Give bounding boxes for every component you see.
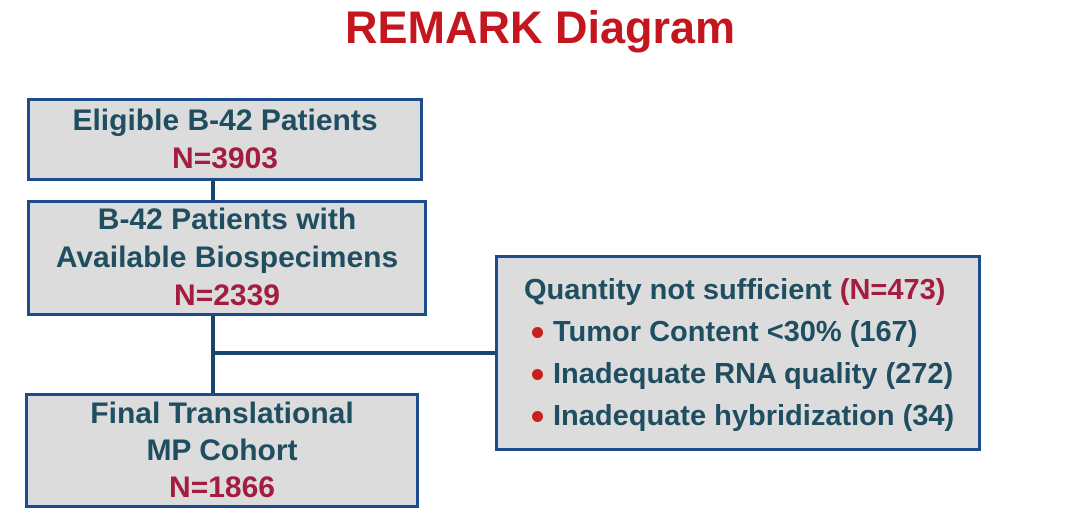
exclusion-heading-n: (N=473) bbox=[839, 274, 946, 306]
connector-eligible-to-biospecimens bbox=[211, 181, 215, 201]
exclusion-bullet-row: Inadequate hybridization (34) bbox=[524, 395, 972, 437]
exclusion-bullet-text: Inadequate RNA quality (272) bbox=[553, 358, 954, 390]
box-label-line: Available Biospecimens bbox=[55, 241, 399, 274]
exclusion-bullet-row: Tumor Content <30% (167) bbox=[524, 311, 972, 353]
flow-box-available-biospecimens: B-42 Patients with Available Biospecimen… bbox=[27, 200, 427, 316]
exclusion-bullet-row: Inadequate RNA quality (272) bbox=[524, 353, 972, 395]
bullet-icon bbox=[532, 410, 543, 422]
box-n-value: N=3903 bbox=[172, 141, 278, 175]
box-label-line: Eligible B-42 Patients bbox=[72, 103, 378, 137]
bullet-icon bbox=[532, 326, 543, 338]
exclusion-bullet-text: Inadequate hybridization (34) bbox=[553, 400, 955, 432]
flow-box-quantity-not-sufficient: Quantity not sufficient (N=473) Tumor Co… bbox=[495, 255, 981, 451]
box-n-value: N=1866 bbox=[169, 471, 275, 504]
exclusion-bullet-text: Tumor Content <30% (167) bbox=[553, 316, 918, 348]
box-label-line: B-42 Patients with bbox=[97, 203, 357, 236]
box-label-line: Final Translational bbox=[90, 397, 354, 430]
box-n-value: N=2339 bbox=[174, 279, 280, 312]
box-label-line: MP Cohort bbox=[146, 434, 298, 467]
flow-box-final-mp-cohort: Final Translational MP Cohort N=1866 bbox=[25, 393, 419, 508]
connector-biospecimens-to-final bbox=[211, 316, 215, 394]
flow-box-eligible-patients: Eligible B-42 Patients N=3903 bbox=[27, 98, 423, 181]
exclusion-heading-text: Quantity not sufficient bbox=[524, 274, 832, 306]
connector-branch-to-exclusion bbox=[213, 351, 497, 355]
page-title: REMARK Diagram bbox=[344, 2, 736, 53]
exclusion-heading: Quantity not sufficient (N=473) bbox=[524, 269, 972, 311]
bullet-icon bbox=[532, 368, 543, 380]
